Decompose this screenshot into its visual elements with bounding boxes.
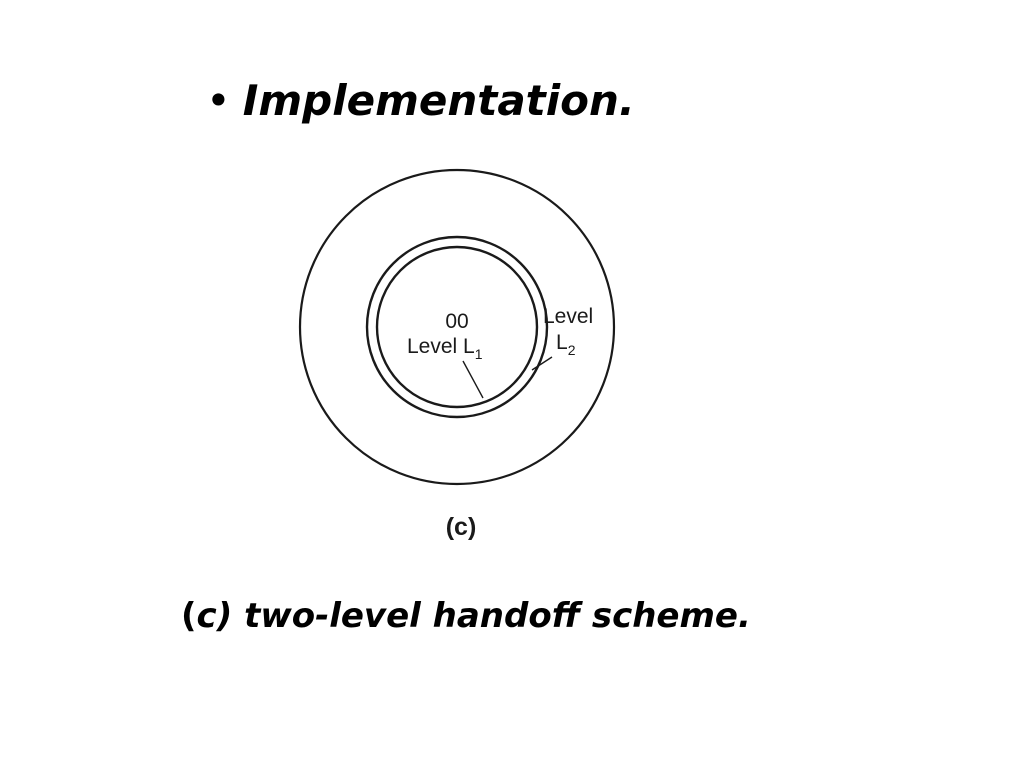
slide-heading: •Implementation. [206, 76, 635, 126]
handoff-diagram: 00 Level L1 Level L2 (c) [298, 168, 616, 541]
level-l1-label: Level L1 [407, 335, 483, 362]
level-l1-leader-line [462, 360, 484, 399]
figure-caption: (c) two-level handoff scheme. [181, 596, 751, 637]
level-l2-label-bottom: L2 [556, 331, 576, 358]
level-l2-circle [365, 235, 549, 419]
level-l1-circle [375, 245, 539, 409]
inner-code-label: 00 [445, 310, 468, 333]
caption-open-paren: ( [181, 596, 197, 636]
caption-text: c) two-level handoff scheme. [196, 596, 751, 636]
level-l2-label-top: Level [543, 305, 593, 328]
level-l2-leader-line [531, 356, 553, 371]
bullet-marker: • [206, 76, 231, 125]
heading-text: Implementation. [242, 76, 635, 125]
outer-cell-circle [298, 168, 616, 486]
figure-label: (c) [446, 513, 477, 541]
